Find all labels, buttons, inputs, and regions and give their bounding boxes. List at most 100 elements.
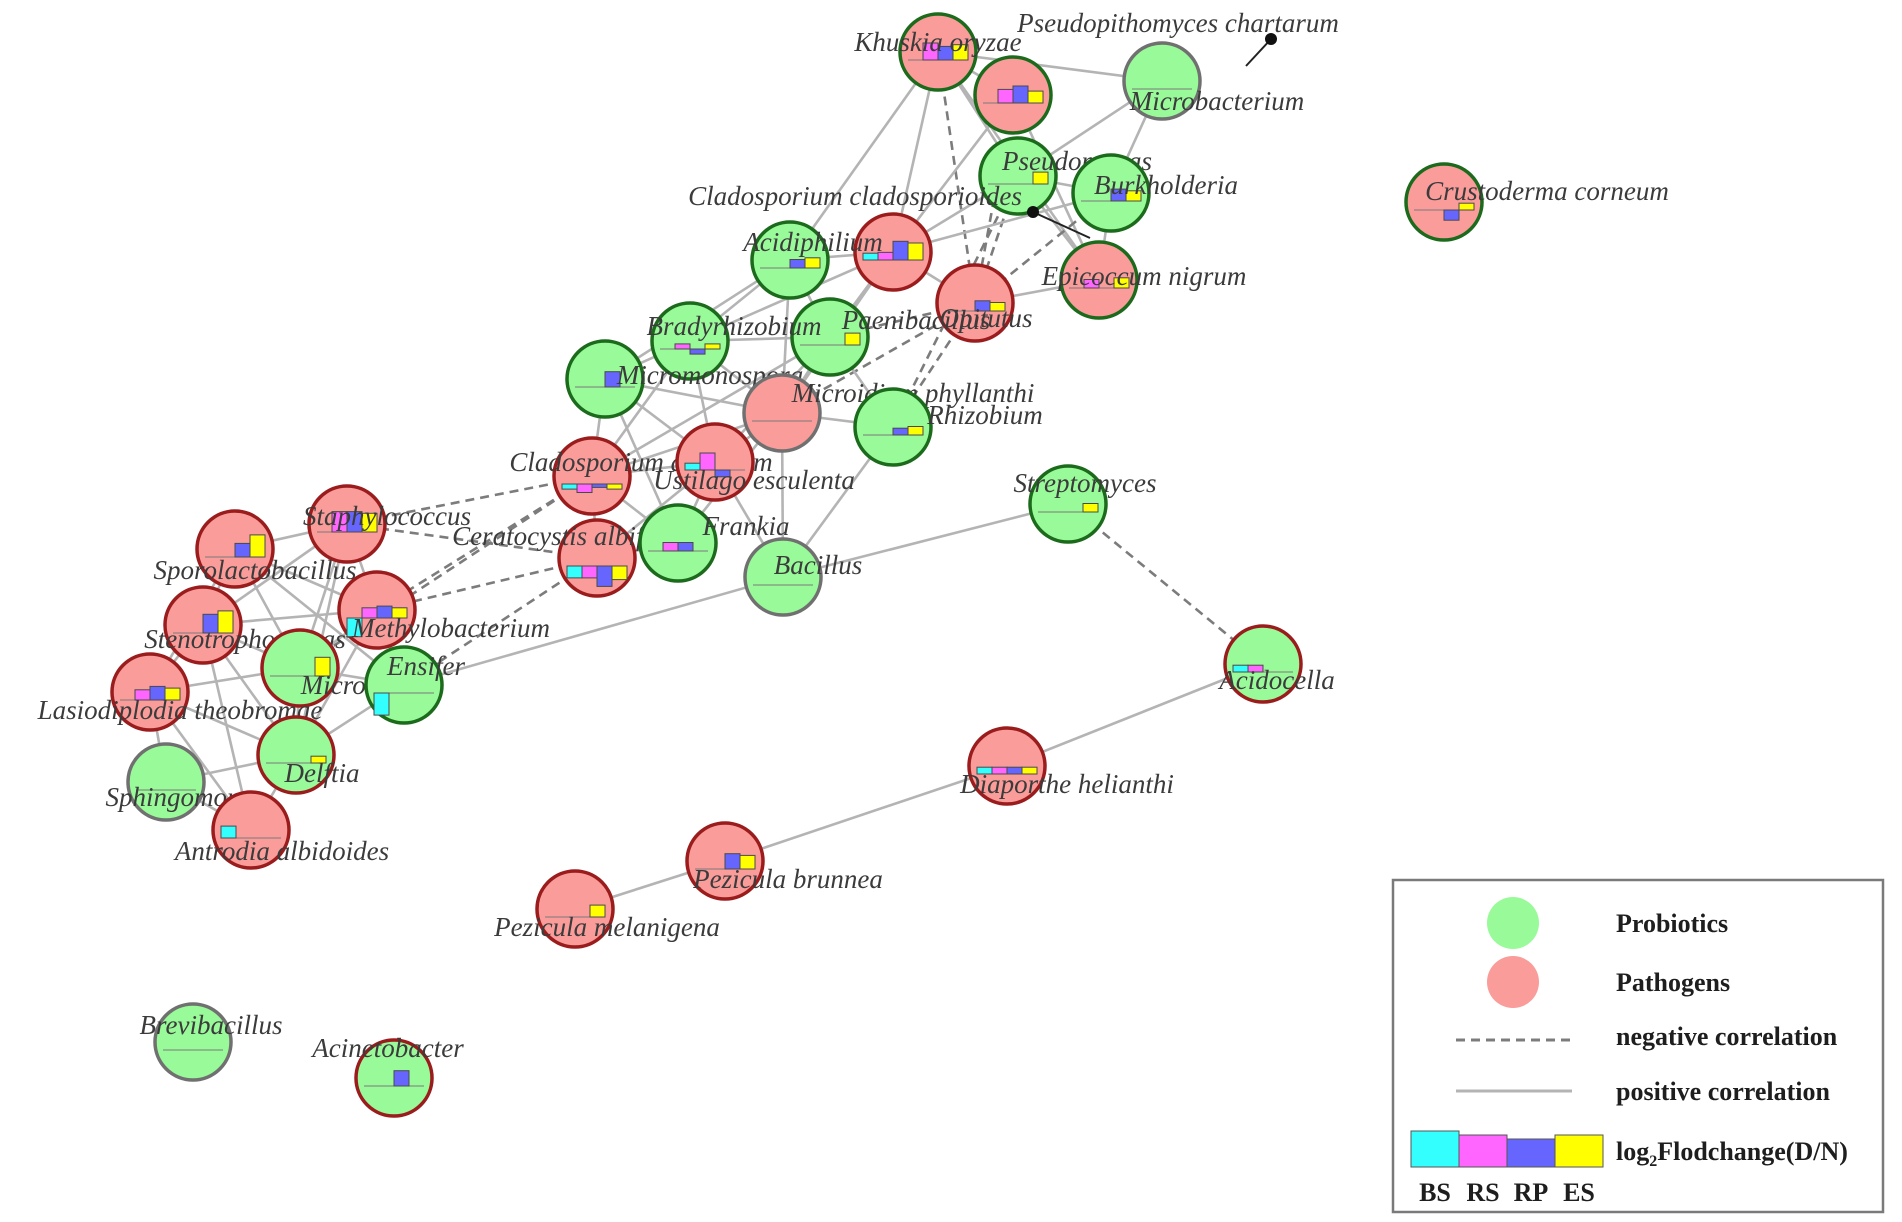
edge-negative-khuskia-opitutus [936, 51, 977, 304]
node-bar-bs-cladosporium_a [561, 483, 578, 490]
node-label-pseudopithomyces: Pseudopithomyces chartarum [1016, 8, 1339, 38]
node-bar-es-epicoccum [1113, 277, 1130, 289]
node-pseudopithomyces: Pseudopithomyces chartarum [973, 8, 1339, 135]
node-streptomyces: Streptomyces [1014, 464, 1157, 544]
node-circle-crustoderma [1404, 162, 1484, 242]
node-bar-rp-micromonospora [604, 371, 621, 388]
node-acidiphilium: Acidiphilium [741, 220, 883, 300]
node-bar-rs-frankia [662, 542, 679, 552]
callout-dot-cladosporium_c [1027, 206, 1039, 218]
node-sporolactobacillus: Sporolactobacillus [154, 509, 357, 589]
node-sphingomonas: Sphingomonas [105, 742, 265, 822]
node-pezicula_b: Pezicula brunnea [685, 821, 883, 901]
node-paenibacillus: Paenibacillus [790, 297, 990, 377]
node-burkholderia: Burkholderia [1071, 153, 1238, 233]
node-bar-rs-cladosporium_a [576, 483, 593, 493]
node-circle-rhizobium [853, 387, 933, 467]
node-bar-rs-bradyrhizobium [674, 343, 691, 350]
node-bar-es-delftia [310, 755, 327, 764]
node-label-brevibacillus: Brevibacillus [140, 1010, 283, 1040]
node-khuskia: Khuskia oryzae [853, 12, 1022, 92]
node-circle-delftia [256, 715, 336, 795]
legend-bar-label-bs: BS [1419, 1178, 1451, 1207]
node-bar-rp-ustilago [714, 469, 731, 478]
node-bar-es-pezicula_m [589, 904, 606, 918]
node-label-cladosporium_c: Cladosporium cladosporioides [688, 181, 1022, 211]
node-circle-acidocella [1223, 624, 1303, 704]
node-label-pezicula_b: Pezicula brunnea [692, 864, 883, 894]
node-epicoccum: Epicoccum nigrum [1041, 240, 1246, 320]
node-label-lasiodiplodia: Lasiodiplodia theobromae [37, 695, 323, 725]
node-label-paenibacillus: Paenibacillus [841, 305, 990, 335]
node-label-khuskia: Khuskia oryzae [853, 27, 1021, 57]
node-bar-es-rhizobium [907, 426, 924, 436]
node-bar-rs-epicoccum [1083, 279, 1100, 289]
edge-positive-bacillus-ensifer [403, 575, 784, 687]
legend-bar-label-rs: RS [1466, 1178, 1499, 1207]
node-circle-brevibacillus [153, 1002, 233, 1082]
node-circle-streptomyces [1028, 464, 1108, 544]
node-bar-es-opitutus [989, 302, 1006, 312]
node-bar-es-acidiphilium [804, 257, 821, 269]
node-bar-bs-ceratocystis [566, 565, 583, 579]
legend-negative-label: negative correlation [1616, 1022, 1838, 1051]
node-pezicula_m: Pezicula melanigena [493, 869, 720, 949]
node-bar-rp-ceratocystis [596, 565, 613, 587]
node-label-staphylococcus: Staphylococcus [303, 501, 471, 531]
node-frankia: Frankia [638, 503, 790, 583]
node-bar-bs-ensifer [373, 692, 390, 716]
node-bar-rp-frankia [677, 542, 694, 552]
node-circle-micrococcus [260, 628, 340, 708]
node-bar-es-bradyrhizobium [704, 343, 721, 350]
node-bar-rp-bradyrhizobium [689, 348, 706, 355]
legend-logfc-main: log [1616, 1137, 1649, 1166]
edge-positive-bacillus-streptomyces [782, 502, 1069, 579]
edge-negative-ceratocystis-staphylococcus [346, 522, 598, 560]
node-bar-es-pseudomonas [1032, 171, 1049, 185]
node-label-streptomyces: Streptomyces [1014, 468, 1157, 498]
node-label-microbacterium: Microbacterium [1129, 86, 1304, 116]
node-rhizobium: Rhizobium [853, 387, 1043, 467]
node-bar-es-lasiodiplodia [164, 687, 181, 701]
node-ensifer: Ensifer [364, 645, 465, 725]
node-bar-es-paenibacillus [844, 332, 861, 346]
node-label-acidiphilium: Acidiphilium [741, 227, 882, 257]
node-brevibacillus: Brevibacillus [140, 1002, 283, 1082]
node-bar-es-staphylococcus [361, 512, 378, 533]
node-bar-rp-cladosporium_c [892, 240, 909, 261]
node-label-opitutus: Opitutus [939, 303, 1032, 333]
edge-positive-khuskia-acidiphilium [788, 51, 940, 261]
callout-layer [1027, 33, 1277, 239]
edge-positive-diaporthe-pezicula_b [724, 764, 1008, 863]
node-bar-rp-acinetobacter [393, 1070, 410, 1087]
node-bar-es-micrococcus [314, 656, 331, 677]
node-diaporthe: Diaporthe helianthi [959, 726, 1174, 806]
node-antrodia: Antrodia albidoides [173, 790, 389, 870]
legend-logfc-rest: Flodchange(D/N) [1657, 1137, 1848, 1166]
legend-bar-bs [1410, 1130, 1460, 1168]
node-bar-rs-ustilago [699, 452, 716, 471]
node-bar-es-stenotrophomonas [217, 610, 234, 634]
callout-line-pseudopithomyces [1245, 38, 1272, 67]
edge-negative-cladosporium_a-staphylococcus [346, 474, 593, 526]
node-delftia: Delftia [256, 715, 360, 795]
node-label-crustoderma: Crustoderma corneum [1425, 176, 1669, 206]
edge-positive-diaporthe-acidocella [1006, 662, 1264, 768]
callout-dot-pseudopithomyces [1265, 33, 1277, 45]
legend-bar-rs [1458, 1134, 1508, 1168]
node-bar-rp-cladosporium_a [591, 483, 608, 488]
node-bar-es-sporolactobacillus [249, 534, 266, 558]
node-circle-bacillus [743, 537, 823, 617]
node-bar-rp-acidiphilium [789, 259, 806, 269]
node-cladosporium_c: Cladosporium cladosporioides [688, 181, 1022, 292]
node-bar-es-burkholderia [1125, 190, 1142, 202]
node-label-methylobacterium: Methylobacterium [351, 613, 550, 643]
node-circle-pseudomonas [978, 136, 1058, 216]
node-circle-bradyrhizobium [650, 301, 730, 381]
legend-logfc-sub: 2 [1649, 1153, 1657, 1170]
node-acinetobacter: Acinetobacter [310, 1033, 464, 1118]
node-circle-antrodia [211, 790, 291, 870]
node-bar-es-ceratocystis [611, 565, 628, 581]
node-lasiodiplodia: Lasiodiplodia theobromae [37, 652, 323, 732]
